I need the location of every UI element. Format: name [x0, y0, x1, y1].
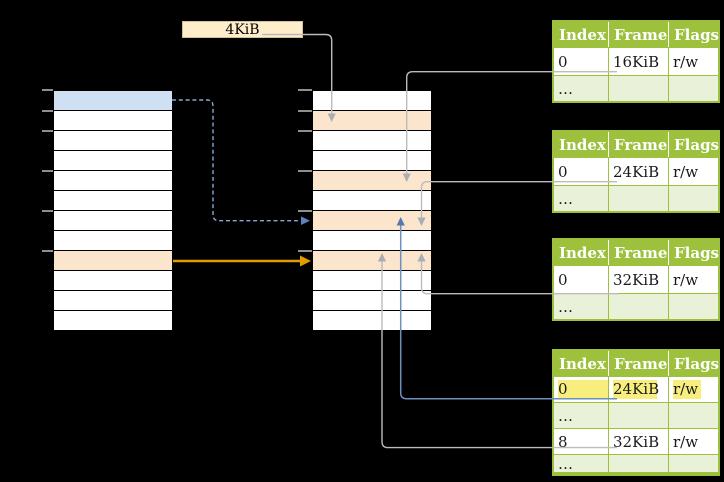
page-table-24kib: Index Frame Flags 0 24KiB r/w …: [552, 130, 720, 213]
cell-frame: 24KiB: [609, 377, 668, 402]
tick-mark: [42, 110, 53, 112]
column-header-frame: Frame: [609, 22, 668, 47]
cell-empty: [669, 186, 718, 211]
memory-row-orange: [313, 171, 431, 190]
memory-row-white: [313, 91, 431, 110]
tick-mark: [298, 110, 312, 112]
arrowhead-right-icon: [300, 255, 311, 267]
memory-row-blue: [54, 91, 172, 110]
memory-row-white: [313, 231, 431, 250]
cell-empty: [669, 455, 718, 472]
cell-empty: [669, 403, 718, 428]
cell-flags: r/w: [669, 266, 718, 293]
cell-flags: r/w: [669, 158, 718, 185]
memory-row-white: [313, 271, 431, 290]
cell-frame: 32KiB: [609, 429, 668, 454]
memory-row-white: [54, 311, 172, 330]
chunk-size-text: 4KiB: [225, 21, 260, 38]
cell-empty: [609, 76, 668, 101]
column-header-index: Index: [554, 132, 608, 157]
memory-row-orange: [313, 211, 431, 230]
highlighted-value: 0: [558, 380, 608, 399]
memory-row-white: [54, 131, 172, 150]
middle-memory-column: [312, 90, 432, 331]
highlighted-value: 24KiB: [613, 380, 660, 399]
cell-ellipsis: …: [554, 294, 608, 319]
cell-index: 0: [554, 377, 608, 402]
memory-row-white: [54, 111, 172, 130]
tick-mark: [42, 130, 53, 132]
memory-row-white: [313, 131, 431, 150]
cell-empty: [669, 294, 718, 319]
column-header-frame: Frame: [609, 351, 668, 376]
tick-mark: [42, 170, 53, 172]
memory-row-white: [54, 231, 172, 250]
tick-mark: [42, 250, 53, 252]
memory-row-orange: [54, 251, 172, 270]
cell-frame: 24KiB: [609, 158, 668, 185]
cell-flags: r/w: [669, 48, 718, 75]
memory-row-white: [54, 191, 172, 210]
memory-row-orange: [313, 251, 431, 270]
cell-index: 0: [554, 158, 608, 185]
memory-row-white: [313, 311, 431, 330]
cell-empty: [609, 403, 668, 428]
tick-mark: [298, 210, 312, 212]
highlighted-value: r/w: [673, 380, 701, 399]
cell-index: 0: [554, 266, 608, 293]
memory-row-white: [54, 291, 172, 310]
cell-flags: r/w: [669, 429, 718, 454]
memory-row-white: [313, 191, 431, 210]
cell-empty: [609, 294, 668, 319]
column-header-flags: Flags: [669, 132, 719, 157]
cell-index: 0: [554, 48, 608, 75]
page-table-level2: Index Frame Flags 0 24KiB r/w … 8 32KiB …: [552, 349, 720, 476]
chunk-size-label: 4KiB: [182, 21, 303, 38]
arrowhead-right-icon: [301, 216, 310, 225]
cell-ellipsis: …: [554, 403, 608, 428]
memory-row-white: [54, 151, 172, 170]
memory-row-orange: [313, 111, 431, 130]
column-header-flags: Flags: [669, 351, 719, 376]
cell-index: 8: [554, 429, 608, 454]
column-header-flags: Flags: [669, 22, 719, 47]
cell-flags: r/w: [669, 377, 718, 402]
memory-row-white: [313, 291, 431, 310]
column-header-index: Index: [554, 22, 608, 47]
column-header-frame: Frame: [609, 132, 668, 157]
cell-empty: [609, 186, 668, 211]
cell-empty: [609, 455, 668, 472]
tick-mark: [298, 170, 312, 172]
cell-ellipsis: …: [554, 76, 608, 101]
memory-row-white: [54, 271, 172, 290]
page-table-16kib: Index Frame Flags 0 16KiB r/w …: [552, 20, 720, 103]
tick-mark: [42, 89, 53, 91]
column-header-frame: Frame: [609, 240, 668, 265]
tick-mark: [298, 250, 312, 252]
page-table-32kib: Index Frame Flags 0 32KiB r/w …: [552, 238, 720, 321]
cell-empty: [669, 76, 718, 101]
column-header-index: Index: [554, 240, 608, 265]
memory-row-white: [54, 211, 172, 230]
tick-mark: [298, 130, 312, 132]
cell-frame: 16KiB: [609, 48, 668, 75]
column-header-flags: Flags: [669, 240, 719, 265]
left-memory-column: [53, 90, 173, 331]
tick-mark: [42, 210, 53, 212]
cell-frame: 32KiB: [609, 266, 668, 293]
cell-ellipsis: …: [554, 186, 608, 211]
cell-ellipsis: …: [554, 455, 608, 473]
column-header-index: Index: [554, 351, 608, 376]
memory-row-white: [313, 151, 431, 170]
memory-row-white: [54, 171, 172, 190]
connector-virtual-to-physical-dashed: [172, 99, 300, 222]
tick-mark: [298, 89, 312, 91]
